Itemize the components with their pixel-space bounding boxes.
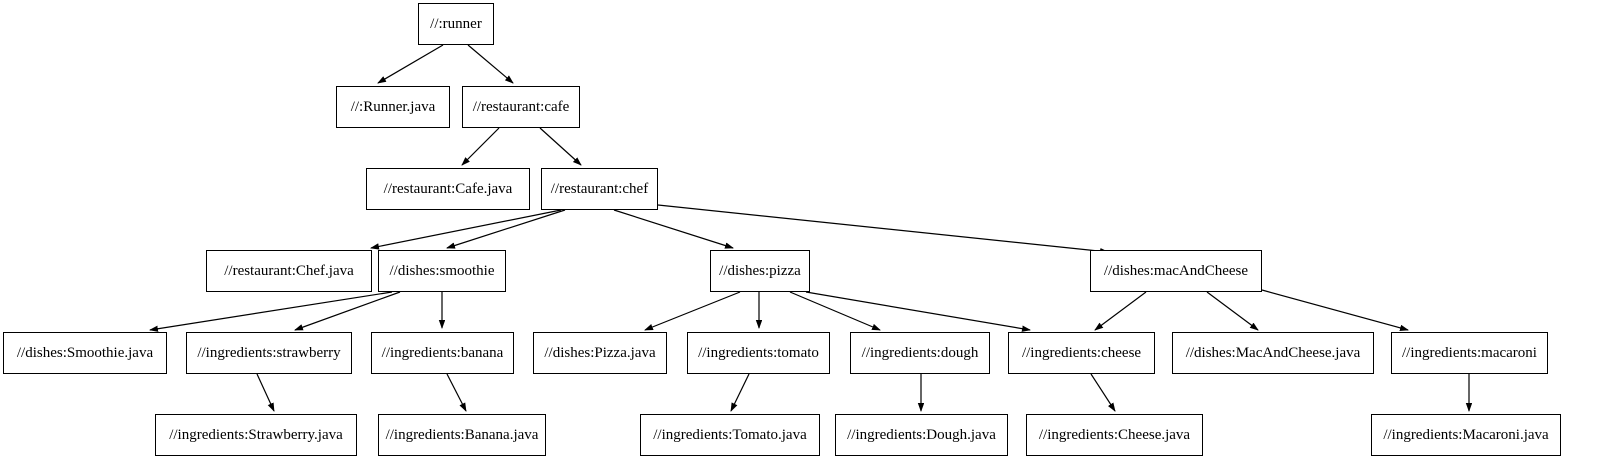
graph-edge-ing_tomato-to-tomato_java xyxy=(730,373,750,412)
graph-node-label: //ingredients:Strawberry.java xyxy=(169,426,343,443)
graph-node-ing_banana[interactable]: //ingredients:banana xyxy=(371,332,514,374)
graph-edge-runner-to-restaurant_cafe xyxy=(467,44,514,84)
graph-edge-ing_banana-to-banana_java xyxy=(446,373,467,412)
graph-edge-dishes_mac-to-ing_cheese xyxy=(1094,291,1147,331)
graph-edge-restaurant_chef-to-dishes_pizza xyxy=(613,209,734,249)
graph-node-label: //ingredients:Macaroni.java xyxy=(1383,426,1549,443)
graph-node-ing_strawberry[interactable]: //ingredients:strawberry xyxy=(186,332,352,374)
graph-edge-ing_strawberry-to-strawberry_java xyxy=(256,373,275,412)
graph-edge-dishes_pizza-to-ing_cheese xyxy=(805,291,1031,332)
graph-node-pizza_java[interactable]: //dishes:Pizza.java xyxy=(533,332,667,374)
graph-node-label: //restaurant:cafe xyxy=(472,98,570,115)
graph-node-cheese_java[interactable]: //ingredients:Cheese.java xyxy=(1026,414,1203,456)
graph-node-dishes_pizza[interactable]: //dishes:pizza xyxy=(710,250,810,292)
graph-node-dough_java[interactable]: //ingredients:Dough.java xyxy=(835,414,1008,456)
graph-edge-ing_cheese-to-cheese_java xyxy=(1090,373,1116,412)
graph-node-strawberry_java[interactable]: //ingredients:Strawberry.java xyxy=(155,414,357,456)
graph-node-label: //ingredients:cheese xyxy=(1021,344,1142,361)
graph-node-runner_java[interactable]: //:Runner.java xyxy=(336,86,450,128)
graph-node-ing_tomato[interactable]: //ingredients:tomato xyxy=(687,332,830,374)
graph-node-label: //restaurant:Cafe.java xyxy=(383,180,513,197)
graph-node-runner[interactable]: //:runner xyxy=(418,3,494,45)
graph-node-mac_java[interactable]: //dishes:MacAndCheese.java xyxy=(1172,332,1374,374)
graph-node-label: //:runner xyxy=(430,15,482,32)
graph-node-dishes_mac[interactable]: //dishes:macAndCheese xyxy=(1090,250,1262,292)
graph-edge-dishes_smoothie-to-smoothie_java xyxy=(149,291,393,332)
graph-node-ing_dough[interactable]: //ingredients:dough xyxy=(850,332,990,374)
graph-edge-dishes_mac-to-ing_macaroni xyxy=(1261,289,1409,331)
graph-node-tomato_java[interactable]: //ingredients:Tomato.java xyxy=(640,414,820,456)
graph-node-chef_java[interactable]: //restaurant:Chef.java xyxy=(206,250,372,292)
graph-node-ing_macaroni[interactable]: //ingredients:macaroni xyxy=(1391,332,1548,374)
graph-node-restaurant_cafe[interactable]: //restaurant:cafe xyxy=(462,86,580,128)
graph-node-label: //ingredients:Tomato.java xyxy=(653,426,807,443)
graph-edge-restaurant_cafe-to-restaurant_chef xyxy=(539,127,582,166)
graph-node-smoothie_java[interactable]: //dishes:Smoothie.java xyxy=(3,332,167,374)
graph-edge-restaurant_chef-to-dishes_mac xyxy=(657,204,1109,255)
graph-node-banana_java[interactable]: //ingredients:Banana.java xyxy=(378,414,546,456)
graph-node-label: //ingredients:Cheese.java xyxy=(1038,426,1191,443)
graph-node-label: //ingredients:tomato xyxy=(698,344,819,361)
graph-node-label: //ingredients:dough xyxy=(861,344,979,361)
graph-edge-dishes_pizza-to-pizza_java xyxy=(644,291,741,331)
graph-node-label: //dishes:macAndCheese xyxy=(1103,262,1249,279)
graph-node-label: //dishes:pizza xyxy=(719,262,801,279)
graph-node-label: //ingredients:macaroni xyxy=(1402,344,1537,361)
graph-edge-restaurant_chef-to-chef_java xyxy=(370,209,562,250)
graph-node-label: //dishes:Smoothie.java xyxy=(16,344,154,361)
graph-node-label: //ingredients:Banana.java xyxy=(385,426,539,443)
graph-edge-restaurant_cafe-to-cafe_java xyxy=(461,127,500,166)
graph-edge-dishes_mac-to-mac_java xyxy=(1206,291,1259,331)
graph-node-label: //dishes:Pizza.java xyxy=(544,344,656,361)
graph-node-label: //dishes:smoothie xyxy=(389,262,495,279)
graph-node-label: //restaurant:chef xyxy=(550,180,649,197)
graph-node-label: //ingredients:strawberry xyxy=(197,344,341,361)
graph-node-dishes_smoothie[interactable]: //dishes:smoothie xyxy=(378,250,506,292)
graph-node-ing_cheese[interactable]: //ingredients:cheese xyxy=(1008,332,1155,374)
graph-node-label: //dishes:MacAndCheese.java xyxy=(1185,344,1361,361)
graph-node-restaurant_chef[interactable]: //restaurant:chef xyxy=(541,168,658,210)
graph-node-label: //ingredients:Dough.java xyxy=(847,426,996,443)
graph-edge-dishes_pizza-to-ing_dough xyxy=(789,291,881,331)
graph-edge-runner-to-runner_java xyxy=(377,44,444,84)
graph-node-cafe_java[interactable]: //restaurant:Cafe.java xyxy=(366,168,530,210)
graph-edge-restaurant_chef-to-dishes_smoothie xyxy=(446,209,566,249)
graph-node-label: //restaurant:Chef.java xyxy=(224,262,354,279)
graph-edge-dishes_smoothie-to-ing_strawberry xyxy=(294,291,401,331)
graph-node-label: //:Runner.java xyxy=(350,98,436,115)
graph-node-macaroni_java[interactable]: //ingredients:Macaroni.java xyxy=(1371,414,1561,456)
graph-node-label: //ingredients:banana xyxy=(381,344,504,361)
